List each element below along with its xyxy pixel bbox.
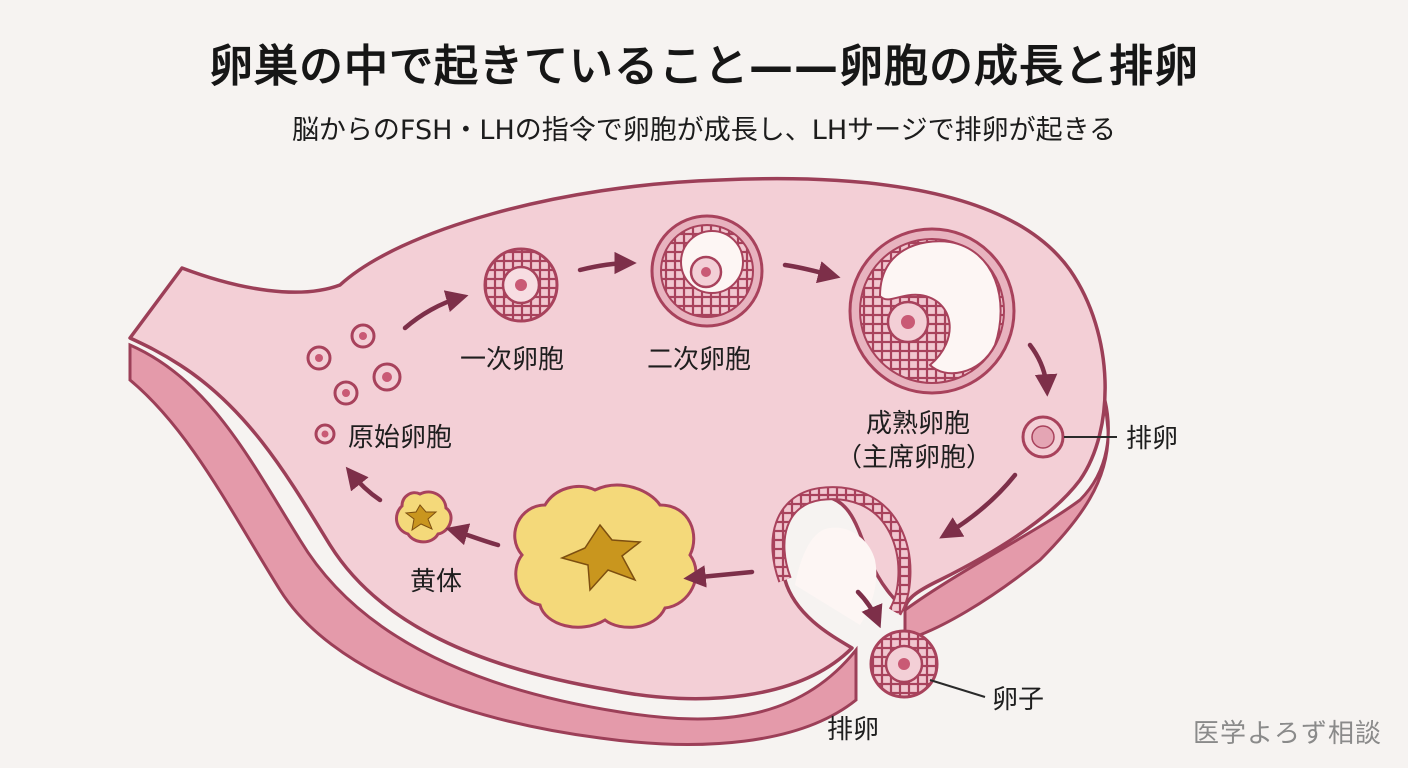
label-ovulation-right: 排卵 <box>1126 424 1178 454</box>
ovary-side-right <box>903 399 1110 642</box>
label-ovulation-bottom: 排卵 <box>827 715 879 745</box>
rupturing-follicle <box>771 486 912 625</box>
watermark: 医学よろず相談 <box>1192 719 1382 749</box>
label-secondary: 二次卵胞 <box>647 345 751 375</box>
secondary-follicle <box>650 214 764 328</box>
page-title: 卵巣の中で起きていること——卵胞の成長と排卵 <box>209 41 1199 92</box>
released-egg <box>869 629 939 699</box>
label-egg: 卵子 <box>992 685 1044 715</box>
label-primordial: 原始卵胞 <box>348 423 452 453</box>
corpus-small <box>395 490 453 544</box>
primary-follicle <box>483 247 559 323</box>
label-primary: 一次卵胞 <box>460 345 564 375</box>
label-mature: 成熟卵胞 <box>866 409 970 439</box>
page-subtitle: 脳からのFSH・LHの指令で卵胞が成長し、LHサージで排卵が起きる <box>291 115 1117 146</box>
mature-follicle <box>848 227 1016 395</box>
label-corpus-luteum: 黄体 <box>410 567 462 597</box>
cycle-arrows <box>345 251 1058 629</box>
ovary-side <box>128 342 858 746</box>
primordial-follicles <box>306 323 402 445</box>
corpus-luteum <box>513 483 698 629</box>
ovulating-egg <box>1021 415 1065 459</box>
label-mature-sub: （主席卵胞） <box>836 443 992 473</box>
